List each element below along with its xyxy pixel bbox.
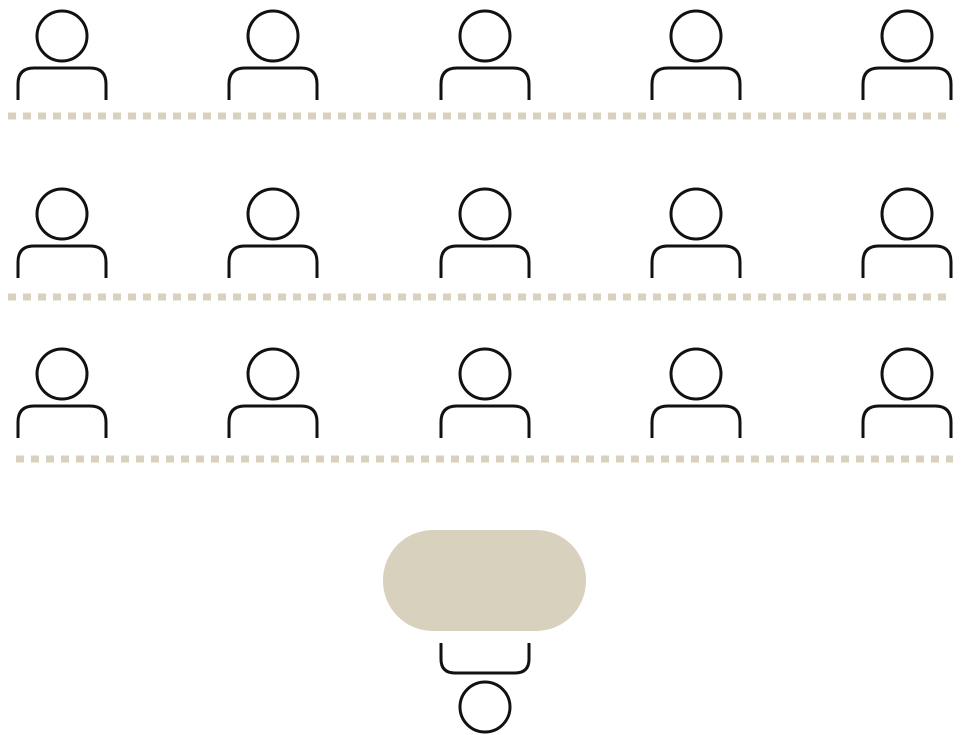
- person-shoulders: [861, 244, 953, 278]
- person-shoulders: [227, 244, 319, 278]
- front-area: [383, 530, 586, 734]
- person-icon: [227, 9, 319, 100]
- person-shoulders: [16, 244, 108, 278]
- person-head: [246, 347, 300, 401]
- person-head: [880, 9, 934, 63]
- person-icon: [861, 187, 953, 278]
- person-icon: [861, 347, 953, 438]
- desk-rows-group: [8, 112, 953, 463]
- person-icon: [16, 187, 108, 278]
- presenter-head: [458, 680, 512, 734]
- person-icon: [16, 9, 108, 100]
- person-head: [35, 187, 89, 241]
- person-head: [880, 347, 934, 401]
- person-shoulders: [861, 404, 953, 438]
- person-shoulders: [650, 66, 742, 100]
- person-head: [458, 9, 512, 63]
- person-head: [458, 347, 512, 401]
- person-shoulders: [439, 404, 531, 438]
- presenter-shoulders: [439, 643, 531, 675]
- person-shoulders: [16, 404, 108, 438]
- person-icon: [227, 187, 319, 278]
- person-icon: [650, 347, 742, 438]
- person-shoulders: [650, 404, 742, 438]
- presenter-icon: [439, 643, 531, 734]
- audience-group: [16, 9, 953, 438]
- person-icon: [439, 9, 531, 100]
- person-shoulders: [439, 66, 531, 100]
- person-shoulders: [861, 66, 953, 100]
- person-shoulders: [439, 244, 531, 278]
- person-head: [458, 187, 512, 241]
- person-shoulders: [227, 404, 319, 438]
- person-head: [35, 9, 89, 63]
- table-icon: [383, 530, 586, 631]
- person-icon: [861, 9, 953, 100]
- person-shoulders: [650, 244, 742, 278]
- person-head: [35, 347, 89, 401]
- person-icon: [227, 347, 319, 438]
- person-head: [880, 187, 934, 241]
- person-head: [669, 347, 723, 401]
- person-shoulders: [16, 66, 108, 100]
- person-head: [669, 9, 723, 63]
- person-icon: [650, 187, 742, 278]
- person-head: [246, 9, 300, 63]
- person-icon: [439, 347, 531, 438]
- person-head: [246, 187, 300, 241]
- person-icon: [16, 347, 108, 438]
- person-head: [669, 187, 723, 241]
- person-icon: [439, 187, 531, 278]
- person-icon: [650, 9, 742, 100]
- person-shoulders: [227, 66, 319, 100]
